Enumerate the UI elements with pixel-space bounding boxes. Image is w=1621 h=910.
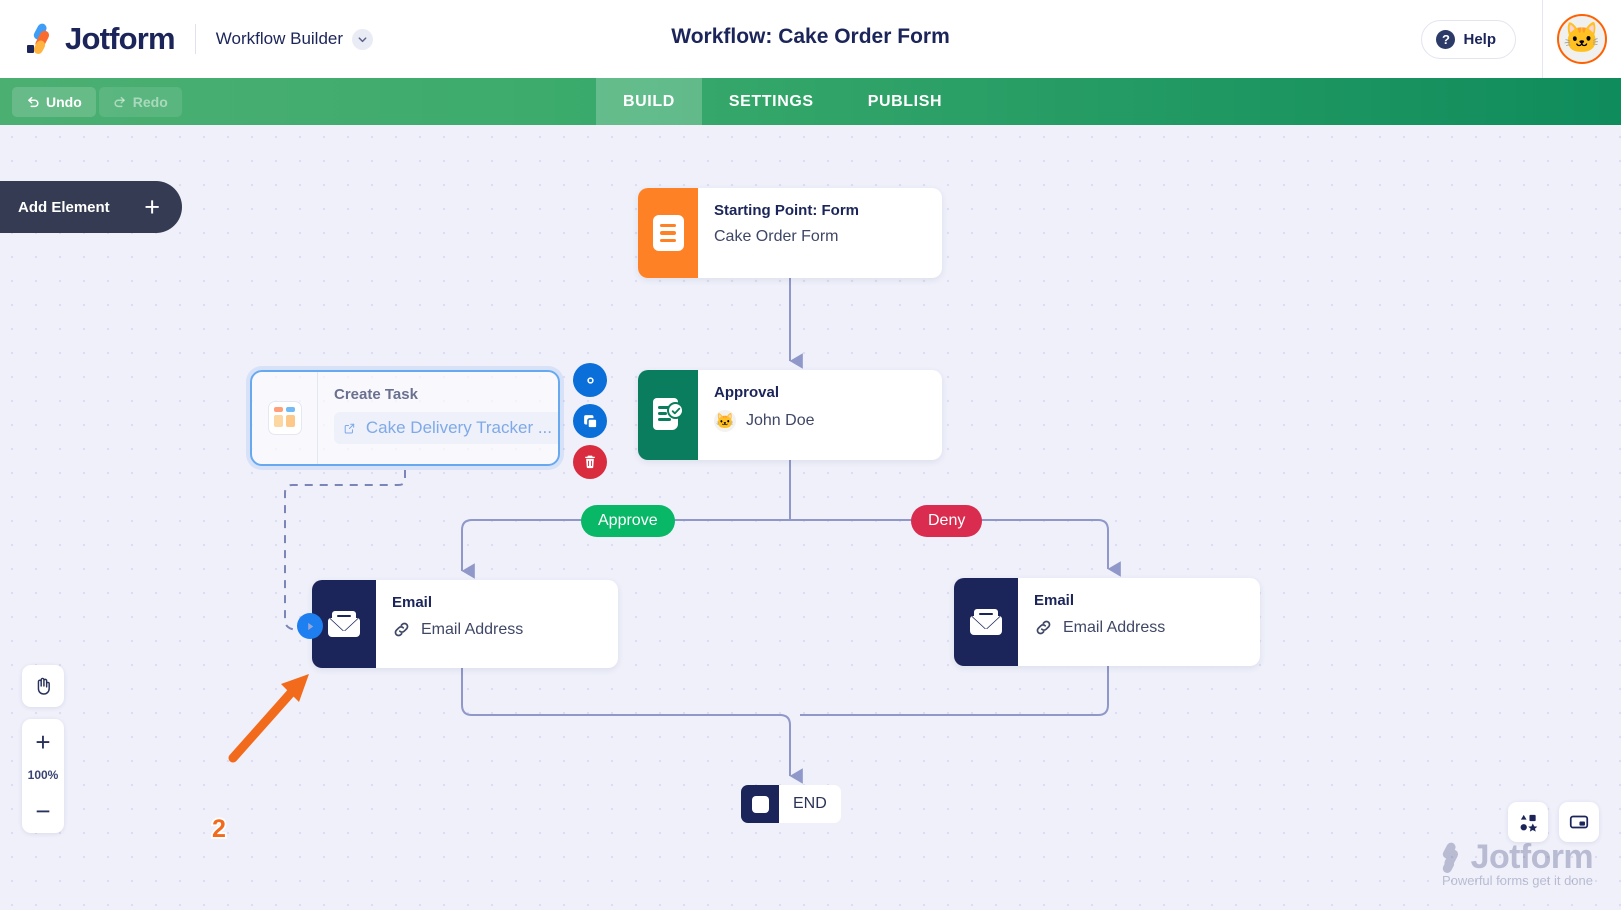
- form-icon: [638, 188, 698, 278]
- email-address-label: Email Address: [1063, 618, 1166, 636]
- header-divider-2: [1542, 0, 1543, 78]
- zoom-out-button[interactable]: −: [35, 795, 51, 826]
- zoom-level: 100%: [27, 768, 59, 782]
- annotation-arrow-icon: [228, 674, 309, 763]
- header-divider: [194, 24, 196, 54]
- external-link-icon: [344, 423, 355, 434]
- node-create-task[interactable]: Create Task Cake Delivery Tracker ...: [250, 370, 560, 466]
- redo-button[interactable]: Redo: [98, 86, 182, 117]
- node-title: Email: [392, 594, 433, 611]
- workflow-edges: [284, 278, 1121, 784]
- chevron-down-icon[interactable]: [352, 28, 374, 50]
- tab-build[interactable]: BUILD: [596, 78, 702, 125]
- node-email-approve[interactable]: Email Email Address: [312, 580, 618, 668]
- workflow-builder-label: Workflow Builder: [215, 29, 344, 48]
- node-approval[interactable]: Approval 🐱 John Doe: [638, 370, 942, 460]
- email-address-label: Email Address: [421, 620, 524, 638]
- node-subtitle-row: Email Address: [392, 620, 600, 639]
- help-label: Help: [1463, 30, 1496, 48]
- minimap-icon: [1569, 815, 1589, 829]
- app-header: Jotform Workflow Builder Workflow: Cake …: [0, 0, 1621, 78]
- toolbar: Undo Redo BUILD SETTINGS PUBLISH: [0, 78, 1621, 125]
- settings-button[interactable]: [573, 363, 607, 397]
- node-subtitle-row: 🐱 John Doe: [714, 410, 924, 432]
- shapes-elements-icon: [1520, 814, 1537, 832]
- hand-pan-icon: [37, 677, 50, 695]
- approval-document-icon: [638, 370, 698, 460]
- link-chain-icon: [394, 622, 409, 637]
- undo-button[interactable]: Undo: [12, 86, 96, 117]
- annotation-number: 2: [210, 813, 227, 845]
- node-starting-point[interactable]: Starting Point: Form Cake Order Form: [638, 188, 942, 278]
- undo-arrow-icon: [28, 96, 39, 107]
- logo[interactable]: Jotform: [0, 21, 176, 57]
- node-subtitle-row: Email Address: [1034, 618, 1242, 637]
- redo-arrow-icon: [114, 96, 125, 107]
- connection-handle-icon[interactable]: [297, 613, 323, 639]
- trash-icon: [585, 455, 595, 469]
- tab-settings[interactable]: SETTINGS: [728, 92, 814, 110]
- node-subtitle: Cake Order Form: [714, 228, 839, 245]
- link-chain-icon: [1036, 620, 1051, 635]
- node-email-deny[interactable]: Email Email Address: [954, 578, 1260, 666]
- add-element-label: Add Element: [18, 198, 110, 216]
- assignee-name: John Doe: [746, 412, 815, 429]
- avatar[interactable]: 🐱: [1557, 14, 1607, 64]
- branch-badge-approve[interactable]: Approve: [581, 505, 675, 537]
- add-element-button[interactable]: Add Element +: [0, 181, 182, 233]
- envelope-icon: [954, 578, 1018, 666]
- zoom-in-button[interactable]: +: [35, 726, 51, 757]
- plus-icon: +: [144, 191, 160, 222]
- envelope-icon: [312, 580, 376, 668]
- redo-label: Redo: [132, 93, 168, 110]
- undo-label: Undo: [46, 93, 82, 110]
- delete-button[interactable]: [573, 445, 607, 479]
- node-title: Email: [1034, 592, 1075, 609]
- workflow-builder-menu[interactable]: Workflow Builder: [215, 28, 374, 50]
- node-title: Approval: [714, 384, 780, 401]
- node-end[interactable]: END: [741, 785, 841, 823]
- gear-icon: [586, 376, 594, 384]
- question-mark-icon: ?: [1436, 29, 1456, 49]
- assignee-avatar: 🐱: [714, 410, 736, 432]
- tab-publish[interactable]: PUBLISH: [867, 92, 943, 110]
- shapes-elements-button[interactable]: [1508, 802, 1548, 842]
- end-label: END: [779, 785, 841, 823]
- avatar-glyph: 🐱: [1563, 22, 1601, 55]
- node-title: Create Task: [334, 386, 418, 403]
- branch-badge-deny[interactable]: Deny: [911, 505, 983, 537]
- task-link-label: Cake Delivery Tracker ...: [365, 418, 552, 437]
- task-link-pill[interactable]: Cake Delivery Tracker ...: [334, 412, 558, 444]
- logo-text: Jotform: [65, 21, 176, 56]
- node-title: Starting Point: Form: [714, 202, 859, 219]
- kanban-board-icon: [252, 372, 318, 464]
- duplicate-button[interactable]: [573, 404, 607, 438]
- minimap-button[interactable]: [1559, 802, 1599, 842]
- help-button[interactable]: ? Help: [1421, 19, 1516, 59]
- stop-square-icon: [741, 785, 779, 823]
- zoom-controls: + 100% −: [22, 719, 64, 833]
- node-action-buttons: [573, 363, 607, 479]
- pan-tool-button[interactable]: [22, 665, 64, 707]
- jotform-logo-icon: [22, 22, 56, 56]
- copy-icon: [583, 414, 598, 429]
- workflow-canvas[interactable]: Add Element + Starting Point: Form Cake …: [0, 125, 1621, 910]
